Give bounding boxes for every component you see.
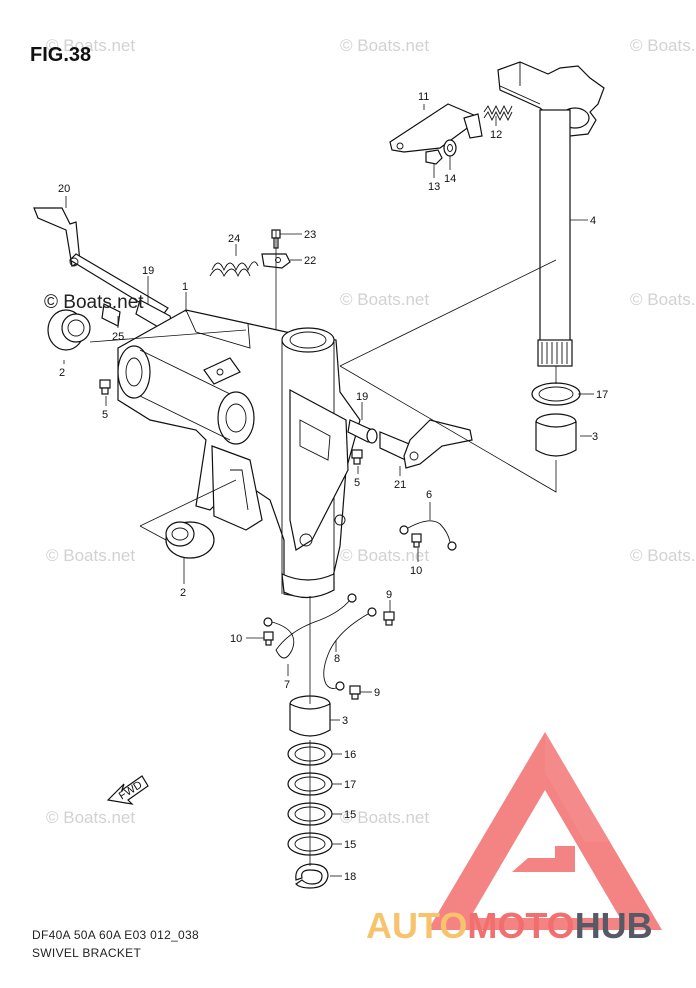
callout-18: 18 xyxy=(344,871,356,883)
figure-title: FIG.38 xyxy=(30,44,92,66)
forward-arrow-icon: FWD xyxy=(106,775,149,805)
watermark: © Boats.net xyxy=(630,290,696,309)
callout-8: 8 xyxy=(334,653,340,665)
watermark: © Boats.net xyxy=(340,546,430,565)
washer-17-upper xyxy=(531,382,581,406)
callout-23: 23 xyxy=(304,229,316,241)
callout-10: 10 xyxy=(410,565,422,577)
callout-21: 21 xyxy=(394,479,406,491)
brand-wordmark: AUTOMOTOHUB xyxy=(366,905,653,947)
watermark: © Boats.net xyxy=(340,290,430,309)
callout-9: 9 xyxy=(386,589,392,601)
callout-13: 13 xyxy=(428,181,440,193)
figure-code: DF40A 50A 60A E03 012_038 xyxy=(32,928,199,942)
callout-16: 16 xyxy=(344,749,356,761)
coil-spring-icon xyxy=(209,261,259,278)
bushing-3-upper xyxy=(535,413,577,457)
bolt-10-lower xyxy=(263,631,274,646)
callout-2: 2 xyxy=(59,367,65,379)
callout-leaders xyxy=(63,104,594,877)
callout-12: 12 xyxy=(490,129,502,141)
bolt-9-upper xyxy=(383,611,395,626)
grommet-lower xyxy=(165,521,215,559)
callout-17: 17 xyxy=(596,389,608,401)
callout-5: 5 xyxy=(102,409,108,421)
assembly-lines xyxy=(89,230,557,866)
callout-3: 3 xyxy=(592,431,598,443)
callout-2: 2 xyxy=(180,587,186,599)
callout-1: 1 xyxy=(182,281,188,293)
callout-3: 3 xyxy=(342,715,348,727)
callout-20: 20 xyxy=(58,183,70,195)
callout-10: 10 xyxy=(230,633,242,645)
callout-15: 15 xyxy=(344,809,356,821)
watermark: © Boats.net xyxy=(630,36,696,55)
callout-7: 7 xyxy=(284,679,290,691)
grommet-upper xyxy=(47,309,91,351)
bolt-10-upper xyxy=(411,533,422,548)
lever-21 xyxy=(379,419,473,469)
watermark-prominent: © Boats.net xyxy=(44,292,144,313)
callout-25: 25 xyxy=(112,331,124,343)
ground-wire-6 xyxy=(399,520,457,551)
watermark: © Boats.net xyxy=(340,36,430,55)
brand-part-hub: HUB xyxy=(574,905,653,946)
ground-wire-7 xyxy=(263,593,357,659)
watermark: © Boats.net xyxy=(340,808,430,827)
callout-22: 22 xyxy=(304,255,316,267)
callout-4: 4 xyxy=(590,215,596,227)
callout-11: 11 xyxy=(418,91,429,103)
callout-6: 6 xyxy=(426,489,432,501)
circlip-18 xyxy=(295,863,329,889)
callout-15: 15 xyxy=(344,839,356,851)
watermark: © Boats.net xyxy=(46,36,136,55)
callout-17: 17 xyxy=(344,779,356,791)
brand-logo-icon xyxy=(428,732,662,930)
ground-wire-8 xyxy=(323,607,377,691)
callout-9: 9 xyxy=(374,687,380,699)
bolt-5-left xyxy=(99,379,111,395)
callout-19: 19 xyxy=(356,391,368,403)
swivel-bracket xyxy=(117,309,361,599)
watermark: © Boats.net xyxy=(46,808,136,827)
washer-icon xyxy=(443,139,457,157)
steering-shaft xyxy=(497,61,605,367)
pin-19-right xyxy=(347,419,378,444)
callout-14: 14 xyxy=(444,173,456,185)
figure-caption: SWIVEL BRACKET xyxy=(32,946,142,960)
bolt-9-lower xyxy=(349,685,361,700)
callout-19: 19 xyxy=(142,265,154,277)
callout-5: 5 xyxy=(354,477,360,489)
spring-icon xyxy=(483,104,513,122)
nut-icon xyxy=(425,149,443,165)
brand-part-auto: AUTO xyxy=(366,905,468,946)
brand-part-moto: MOTO xyxy=(467,905,575,946)
callout-24: 24 xyxy=(228,233,240,245)
watermark: © Boats.net xyxy=(630,546,696,565)
bolt-5-right xyxy=(351,449,363,465)
watermark: © Boats.net xyxy=(46,546,136,565)
lever-20 xyxy=(33,207,169,317)
stopper-bracket xyxy=(389,103,483,153)
